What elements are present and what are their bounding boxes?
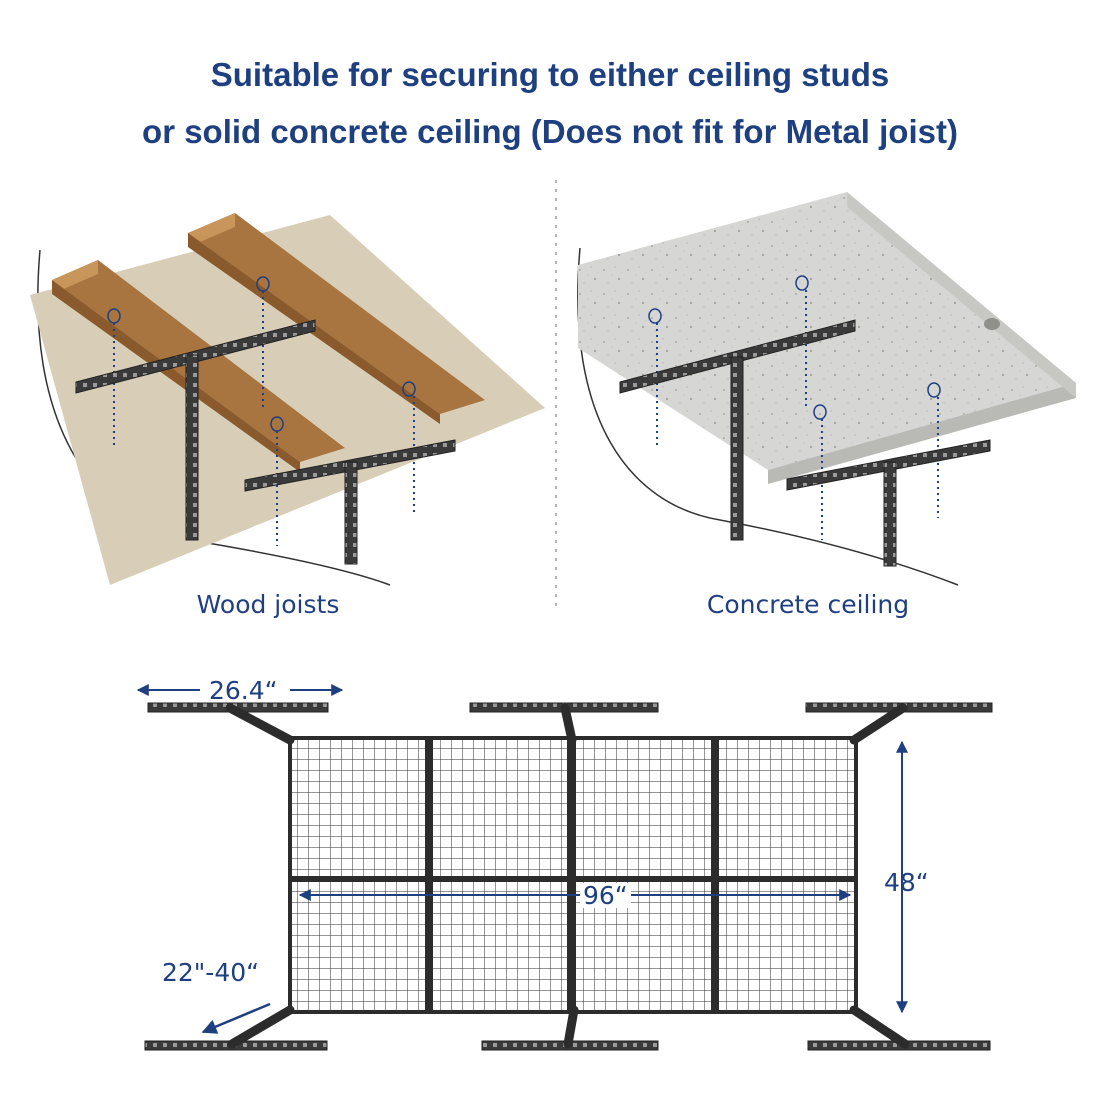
plan-posts [225, 703, 910, 1049]
deck-frame [290, 738, 856, 1012]
wood-joist-side [52, 280, 300, 472]
dimension-bracket-width: 26.4“ [209, 676, 278, 705]
bracket-post [883, 461, 897, 567]
concrete-slab-side [847, 192, 1076, 398]
concrete-ceiling-illustration [577, 192, 1076, 586]
bracket-post [344, 461, 358, 565]
headline-line-1: Suitable for securing to either ceiling … [210, 56, 890, 93]
bracket-post [185, 354, 199, 541]
caption-wood-joists: Wood joists [196, 590, 340, 619]
bracket-post [730, 356, 744, 541]
drill-markers [648, 275, 941, 420]
concrete-divot [984, 318, 1000, 330]
wood-joist-end [188, 213, 235, 247]
dimension-length: 96“ [580, 883, 631, 908]
drop-arrow [201, 1002, 271, 1034]
wood-joist-illustration [30, 213, 545, 586]
concrete-slab-edge [768, 383, 1076, 484]
wood-joist [188, 213, 485, 414]
wood-joist-end [52, 260, 98, 294]
caption-concrete-ceiling: Concrete ceiling [706, 590, 910, 619]
wall-curve [577, 247, 959, 586]
dimension-depth: 48“ [884, 868, 929, 897]
rack-plan-view [136, 684, 993, 1051]
headline-line-2: or solid concrete ceiling (Does not fit … [142, 113, 958, 150]
dimension-height-range: 22"-40“ [162, 958, 260, 987]
